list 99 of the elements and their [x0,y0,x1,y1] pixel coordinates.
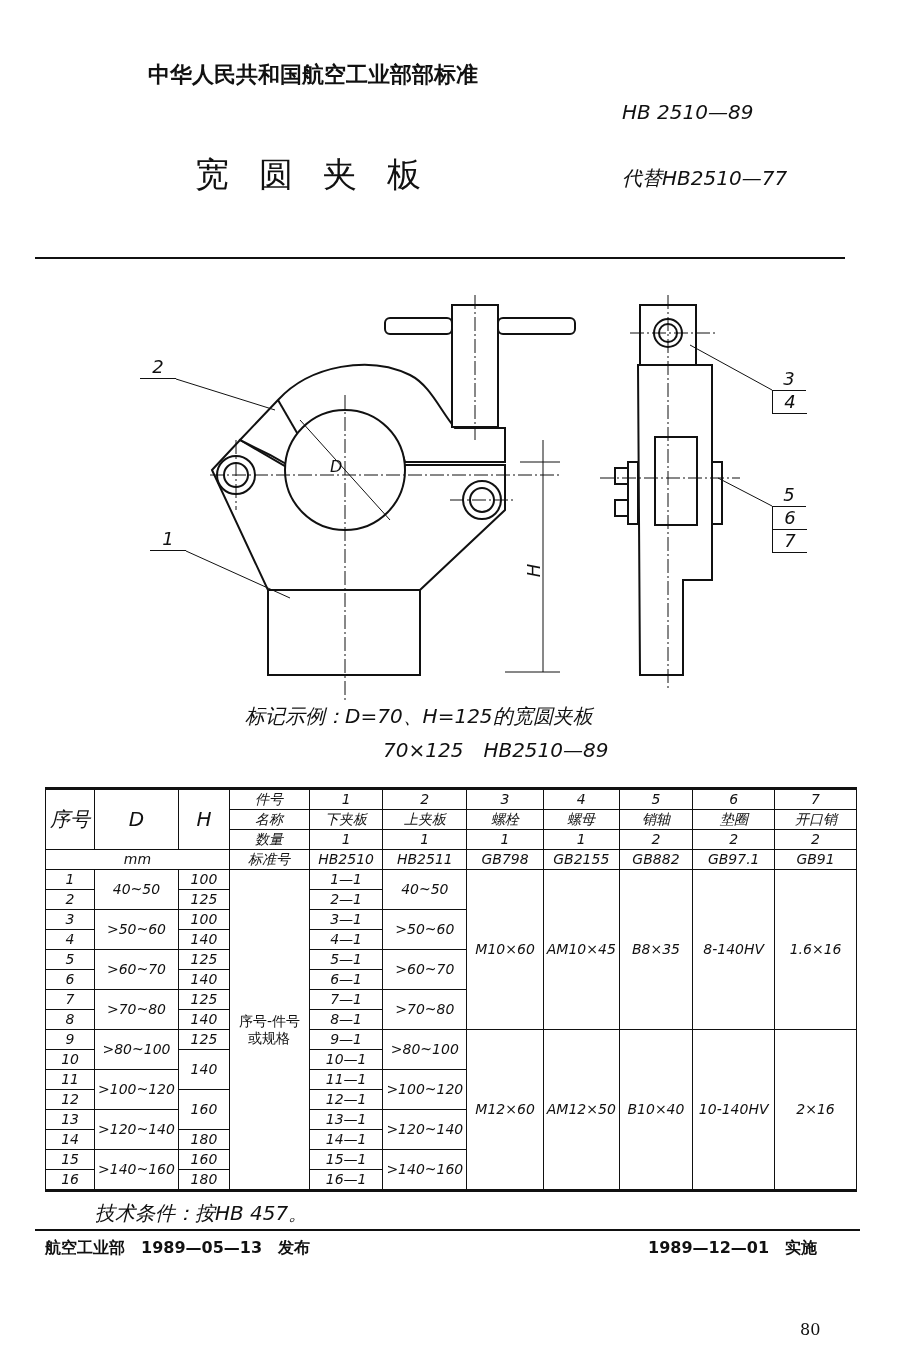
replaces-note: 代替HB2510—77 [622,165,788,192]
table-value: >70~80 [94,989,179,1030]
column-header: mm [45,849,230,870]
table-value: 12 [45,1089,95,1110]
leader-line [185,550,291,599]
table-value: >80~100 [382,1029,467,1070]
callout-number: 2 [140,356,176,379]
table-value: 13 [45,1109,95,1130]
page-number: 80 [800,1320,821,1339]
column-header: 7 [774,788,857,810]
effective-date: 1989—12—01 实施 [648,1238,818,1259]
table-value: 40~50 [94,869,179,910]
table-value: 7 [45,989,95,1010]
column-header: 4 [543,788,620,810]
table-value: 100 [178,869,230,890]
marking-example: 70×125 HB2510—89 [383,737,609,764]
callout-number: 1 [150,528,186,551]
table-value: >80~100 [94,1029,179,1070]
dimension-label: D [330,457,343,476]
table-value: 8-140HV [692,869,775,1030]
table-value: 3—1 [309,909,383,930]
table-value: 13—1 [309,1109,383,1130]
column-header: 2 [382,788,467,810]
column-header: 开口销 [774,809,857,830]
column-header: HB2510 [309,849,383,870]
column-header: 1 [543,829,620,850]
column-header: 下夹板 [309,809,383,830]
table-value: 11 [45,1069,95,1090]
table-value: AM10×45 [543,869,620,1030]
leader-line [717,477,773,507]
table-value: 15 [45,1149,95,1170]
leader-line [175,378,276,411]
column-header: 2 [774,829,857,850]
column-header: 垫圈 [692,809,775,830]
table-value: 14 [45,1129,95,1150]
leader-line [689,344,773,391]
callout-number: 3 [772,368,806,391]
table-value: M12×60 [466,1029,544,1191]
column-header: GB91 [774,849,857,870]
column-header: 1 [309,829,383,850]
table-value: 9—1 [309,1029,383,1050]
column-header: 2 [619,829,693,850]
table-value: 7—1 [309,989,383,1010]
column-header: 名称 [229,809,310,830]
table-value: 40~50 [382,869,467,910]
issue-date: 航空工业部 1989—05—13 发布 [45,1238,311,1259]
table-value: 10 [45,1049,95,1070]
table-value: 9 [45,1029,95,1050]
column-header: 螺栓 [466,809,544,830]
table-value: 1 [45,869,95,890]
column-header: 件号 [229,788,310,810]
table-value: 15—1 [309,1149,383,1170]
column-header: 数量 [229,829,310,850]
standard-number: HB 2510—89 [622,100,754,124]
column-header: 1 [466,829,544,850]
table-value: >60~70 [94,949,179,990]
page-title: 宽圆夹板 [195,153,451,196]
column-header: D [94,788,179,850]
column-header: H [178,788,230,850]
table-value: 1—1 [309,869,383,890]
callout-number: 4 [772,391,807,414]
table-value: M10×60 [466,869,544,1030]
column-header: 螺母 [543,809,620,830]
table-value: 2 [45,889,95,910]
table-value: 6 [45,969,95,990]
column-header: 5 [619,788,693,810]
table-value: 8 [45,1009,95,1030]
technical-note: 技术条件：按HB 457。 [95,1200,309,1227]
table-value: 5 [45,949,95,970]
column-header: HB2511 [382,849,467,870]
table-value: 3 [45,909,95,930]
column-header: 销轴 [619,809,693,830]
column-header: 上夹板 [382,809,467,830]
column-header: GB97.1 [692,849,775,870]
table-value: >50~60 [94,909,179,950]
column-header: 序号 [45,788,95,850]
table-value: 序号-件号或规格 [229,869,310,1191]
standard-heading: 中华人民共和国航空工业部部标准 [148,61,478,89]
column-header: 1 [382,829,467,850]
column-header: GB882 [619,849,693,870]
callout-number: 6 [772,507,807,530]
table-value: >140~160 [94,1149,179,1191]
table-value: 4 [45,929,95,950]
column-header: 6 [692,788,775,810]
table-value: AM12×50 [543,1029,620,1191]
table-value: 1.6×16 [774,869,857,1030]
column-header: 1 [309,788,383,810]
column-header: GB798 [466,849,544,870]
column-header: 2 [692,829,775,850]
column-header: GB2155 [543,849,620,870]
table-value: B8×35 [619,869,693,1030]
column-header: 标准号 [229,849,310,870]
callout-number: 7 [772,530,807,553]
table-value: 11—1 [309,1069,383,1090]
marking-example: 标记示例：D=70、H=125的宽圆夹板 [245,703,593,730]
table-value: 5—1 [309,949,383,970]
dimension-label: H [523,563,545,578]
column-header: 3 [466,788,544,810]
callout-number: 5 [772,484,806,507]
